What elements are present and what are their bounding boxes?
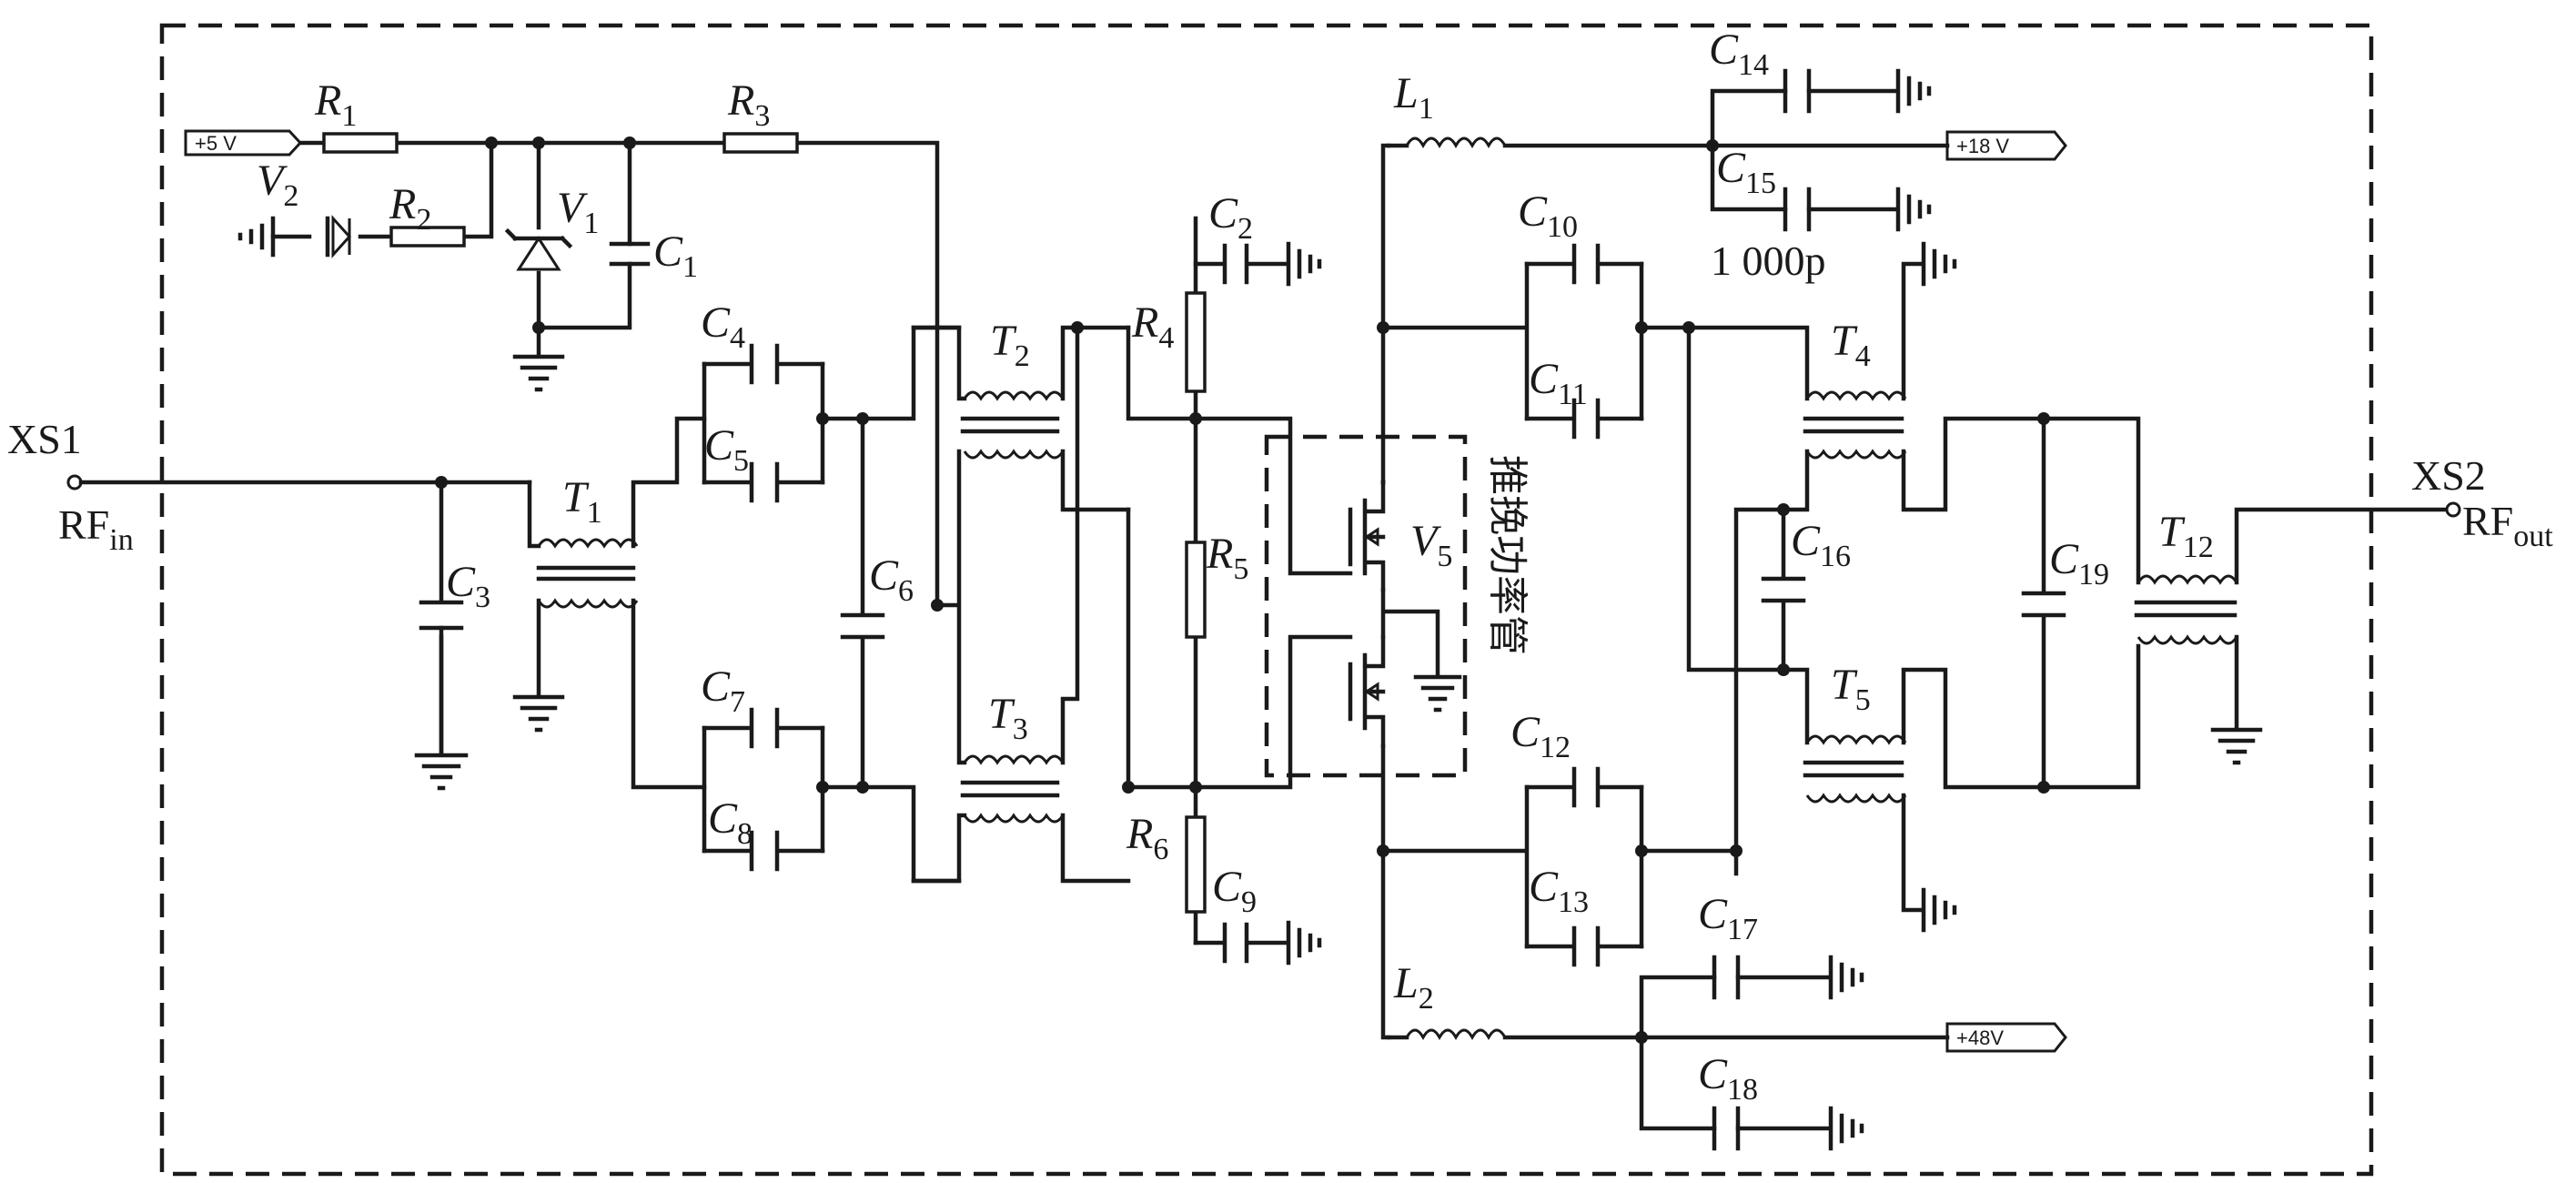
ground-icon xyxy=(237,216,276,258)
svg-text:C3: C3 xyxy=(446,558,490,614)
svg-text:T12: T12 xyxy=(2158,508,2214,564)
svg-text:L2: L2 xyxy=(1393,959,1434,1016)
svg-text:C17: C17 xyxy=(1698,890,1758,946)
svg-text:C2: C2 xyxy=(1208,189,1253,246)
ground-icon xyxy=(2210,727,2263,765)
svg-text:C9: C9 xyxy=(1212,863,1257,919)
svg-text:V1: V1 xyxy=(557,184,599,240)
pushpull-boundary xyxy=(1264,434,1468,778)
ground-icon xyxy=(1828,1106,1864,1151)
svg-text:+5 V: +5 V xyxy=(195,132,237,155)
capacitor-c7-c8: C7 C8 xyxy=(701,662,825,872)
capacitor-c16: C16 xyxy=(1761,507,1851,672)
svg-text:R3: R3 xyxy=(727,76,770,133)
diode-v2: V2 xyxy=(257,157,352,258)
resistor-r2: R2 xyxy=(389,180,466,248)
svg-text:C5: C5 xyxy=(704,421,749,478)
svg-text:C19: C19 xyxy=(2049,535,2109,592)
svg-text:R4: R4 xyxy=(1131,298,1174,355)
svg-text:C15: C15 xyxy=(1716,144,1776,200)
svg-text:C1: C1 xyxy=(653,228,698,284)
resistor-r3: R3 xyxy=(722,76,799,154)
svg-text:+18 V: +18 V xyxy=(1956,135,2009,157)
supply-plus18v: +18 V xyxy=(1945,130,2067,161)
ground-icon xyxy=(1828,955,1864,1000)
capacitor-c1: C1 xyxy=(609,228,698,284)
svg-text:C11: C11 xyxy=(1529,355,1588,411)
resistor-r1: R1 xyxy=(314,76,399,154)
capacitor-c4-c5: C4 C5 xyxy=(701,298,825,503)
supply-plus48v: +48V xyxy=(1945,1022,2067,1053)
capacitor-c6: C6 xyxy=(840,416,914,790)
svg-text:T3: T3 xyxy=(988,690,1028,746)
svg-text:L1: L1 xyxy=(1393,69,1434,126)
transformer-t12: T12 xyxy=(2134,508,2238,645)
capacitor-c14: C14 xyxy=(1709,25,1812,114)
ground-icon xyxy=(1895,187,1932,232)
svg-text:C12: C12 xyxy=(1510,708,1571,764)
zener-v1: V1 xyxy=(504,184,599,271)
pushpull-label: 推挽功率管 xyxy=(1484,455,1530,655)
capacitor-c18: C18 xyxy=(1698,1050,1758,1151)
capacitor-c17: C17 xyxy=(1698,890,1758,1000)
svg-text:R2: R2 xyxy=(389,180,431,237)
svg-text:+48V: +48V xyxy=(1956,1026,2004,1049)
svg-text:R1: R1 xyxy=(314,76,357,133)
svg-text:R6: R6 xyxy=(1126,810,1168,866)
capacitor-c12-c13: C12 C13 xyxy=(1380,708,1644,967)
rf-out-label: RFout xyxy=(2462,498,2553,553)
transformer-t1: T1 xyxy=(536,473,639,609)
capacitor-c19: C19 xyxy=(2021,416,2109,790)
svg-text:R5: R5 xyxy=(1206,530,1248,586)
inductor-l2: L2 xyxy=(1386,959,1950,1041)
capacitor-c10-c11: C10 C11 xyxy=(1380,187,1644,440)
ground-icon xyxy=(414,753,469,791)
transformer-t4: T4 xyxy=(1803,317,1907,460)
transformer-t5: T5 xyxy=(1803,661,1907,804)
xs1-label: XS1 xyxy=(7,416,82,462)
svg-text:C7: C7 xyxy=(701,662,745,719)
svg-text:C13: C13 xyxy=(1529,863,1589,919)
inductor-l1: L1 xyxy=(1386,69,1715,149)
mosfet-v5: V5 xyxy=(1193,416,1452,790)
svg-text:T5: T5 xyxy=(1831,661,1871,717)
svg-text:T1: T1 xyxy=(562,473,602,530)
svg-text:T4: T4 xyxy=(1831,317,1871,373)
output-terminal-xs2: XS2 RFout xyxy=(2411,452,2553,553)
ground-icon xyxy=(512,694,565,733)
ground-icon xyxy=(1286,920,1322,966)
c15-value: 1 000p xyxy=(1711,238,1826,284)
rf-in-label: RFin xyxy=(58,501,134,557)
supply-plus5v: +5 V xyxy=(184,129,303,157)
svg-text:C10: C10 xyxy=(1518,187,1578,244)
svg-text:V5: V5 xyxy=(1410,517,1452,573)
board-boundary xyxy=(159,23,2374,1177)
capacitor-c3: C3 xyxy=(419,558,490,756)
resistor-r5: R5 xyxy=(1185,530,1248,639)
input-terminal-xs1: XS1 RFin xyxy=(7,416,134,557)
ground-icon xyxy=(1921,241,1957,287)
svg-text:C4: C4 xyxy=(701,298,745,355)
resistor-r6: R6 xyxy=(1126,810,1207,914)
svg-text:C16: C16 xyxy=(1791,517,1851,573)
svg-text:C6: C6 xyxy=(869,551,914,608)
capacitor-c2: C2 xyxy=(1193,189,1289,285)
svg-text:V2: V2 xyxy=(257,157,298,213)
transformer-t2: T2 xyxy=(960,317,1065,460)
transformer-t3: T3 xyxy=(960,690,1065,824)
capacitor-c9: C9 xyxy=(1193,863,1289,964)
capacitor-c15: C15 1 000p xyxy=(1711,144,1826,284)
xs2-label: XS2 xyxy=(2411,452,2486,499)
svg-text:T2: T2 xyxy=(990,317,1030,373)
resistor-r4: R4 xyxy=(1131,291,1207,393)
ground-icon xyxy=(1413,674,1462,713)
svg-text:C18: C18 xyxy=(1698,1050,1758,1107)
svg-text:C14: C14 xyxy=(1709,25,1769,82)
ground-icon xyxy=(1921,887,1957,933)
ground-icon xyxy=(1895,68,1932,114)
ground-icon xyxy=(512,354,565,392)
svg-text:C8: C8 xyxy=(708,794,753,851)
ground-icon xyxy=(1286,241,1322,287)
